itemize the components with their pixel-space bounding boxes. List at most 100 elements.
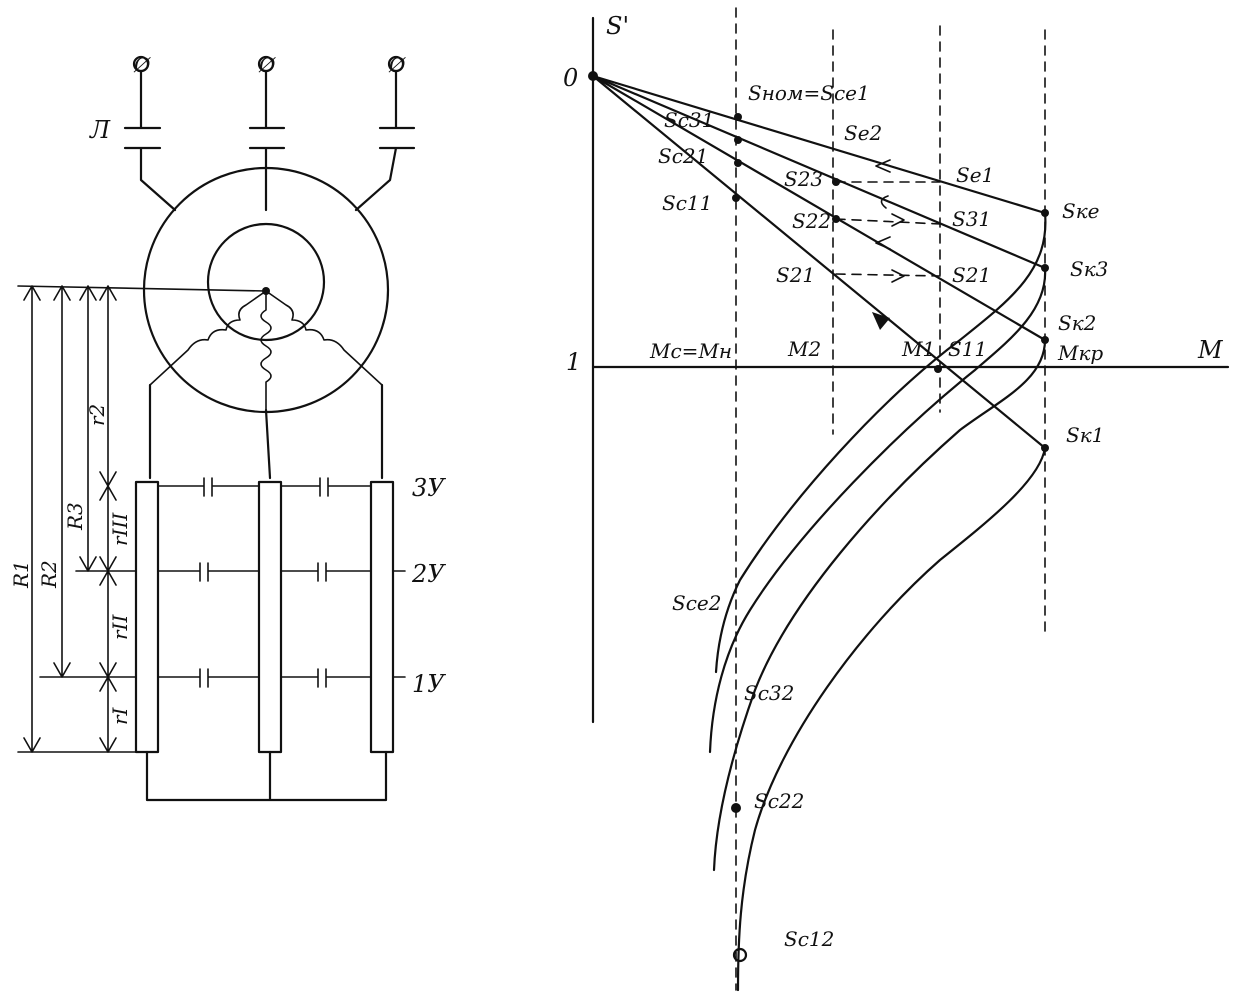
stage-label-2: 2У — [411, 560, 446, 588]
dimension-lines: R1 R2 R3 r2 rIII rII rI — [9, 285, 267, 753]
circuit-diagram: Ø Ø Ø Л — [9, 53, 446, 802]
dim-r2 — [53, 285, 71, 678]
label-sk1: Sк1 — [1066, 423, 1104, 447]
label-s-nom: Sном=Sсе1 — [748, 81, 870, 105]
resistor-bar-1 — [134, 480, 160, 754]
rotor-ring — [206, 222, 326, 342]
starting-resistors — [134, 480, 395, 754]
label-sk3: Sк3 — [1070, 257, 1108, 281]
label-s21-b: S21 — [952, 263, 991, 287]
dim-r2-rotor — [99, 285, 117, 487]
point-origin — [588, 71, 598, 81]
point-sk2 — [1041, 336, 1049, 344]
dim-label-r2: R2 — [37, 560, 61, 589]
contactor-1 — [39, 668, 406, 688]
contactor-2 — [75, 562, 406, 582]
characteristic-plot: S' M 0 1 Mc=Mн M2 M1 Mкр — [563, 7, 1230, 992]
arrow-s21 — [891, 269, 905, 283]
label-s11: S11 — [948, 337, 987, 361]
label-ske: Sке — [1062, 199, 1099, 223]
arrow-se1 — [875, 159, 891, 173]
stage-label-1: 1У — [412, 670, 446, 698]
winding-phase-b — [260, 290, 272, 411]
transition-s21 — [835, 273, 941, 277]
dim-label-r-ii: rII — [108, 614, 132, 640]
label-s31: S31 — [952, 207, 991, 231]
axis-s-label: S' — [606, 12, 629, 40]
curve-stage-2 — [712, 338, 1047, 872]
dim-label-r-i: rI — [108, 706, 132, 725]
characteristic-points — [588, 71, 1049, 963]
origin-label: 0 — [563, 64, 578, 92]
point-ske — [1041, 209, 1049, 217]
dim-label-r-iii: rIII — [108, 512, 132, 546]
point-s23 — [832, 178, 840, 186]
point-s11 — [934, 365, 942, 373]
label-sce2: Sсе2 — [672, 591, 721, 615]
winding-phase-c — [265, 290, 383, 386]
torque-label-m1: M1 — [901, 337, 935, 361]
transition-s22 — [835, 218, 941, 225]
acceleration-contactors: 3У 2У 1У — [39, 474, 446, 698]
point-sk3 — [1041, 264, 1049, 272]
dim-r1 — [23, 285, 41, 753]
curve-natural — [714, 211, 1047, 674]
arrow-s31 — [875, 236, 891, 250]
point-s-nom — [734, 113, 742, 121]
arrow-start-stage-1 — [872, 312, 890, 330]
label-sc11: Sс11 — [662, 191, 712, 215]
label-sc12: Sс12 — [784, 927, 834, 951]
label-sc32: Sс32 — [744, 681, 794, 705]
dim-r3 — [79, 285, 97, 572]
stage-label-3: 3У — [412, 474, 446, 502]
supply-terminals: Ø Ø Ø — [132, 53, 406, 77]
star-shorting-bus — [145, 750, 388, 802]
point-sc12 — [732, 947, 748, 963]
label-se2: Sе2 — [844, 121, 882, 145]
switch-label: Л — [89, 116, 111, 144]
point-sc11 — [732, 194, 740, 202]
supply-label-2: Ø — [258, 53, 276, 77]
label-se1: Sе1 — [956, 163, 994, 187]
label-sc31: Sс31 — [664, 108, 714, 132]
arrow-s22 — [891, 213, 905, 227]
arrow-s23 — [880, 195, 889, 209]
torque-label-m2: M2 — [787, 337, 821, 361]
switch-contact-3 — [354, 69, 416, 212]
switch-contact-2 — [248, 69, 286, 212]
dimension-baseline — [17, 285, 267, 292]
unit-mark-label: 1 — [566, 348, 581, 376]
label-s21-a: S21 — [776, 263, 815, 287]
point-sc31 — [734, 136, 742, 144]
characteristic-stage-2 — [591, 74, 1047, 342]
label-sk2: Sк2 — [1058, 311, 1096, 335]
characteristic-stage-3 — [591, 74, 1047, 270]
point-sc21 — [734, 159, 742, 167]
switch-contact-1 — [123, 69, 177, 212]
label-sc21: Sс21 — [658, 144, 708, 168]
label-s23: S23 — [784, 167, 823, 191]
resistor-bar-3 — [369, 480, 395, 754]
winding-phase-a — [149, 290, 267, 386]
characteristic-natural — [591, 74, 1047, 215]
rotor-lead-2 — [264, 408, 272, 480]
supply-label-3: Ø — [388, 53, 406, 77]
dim-label-r2-rotor: r2 — [85, 404, 109, 426]
axis-m-label: M — [1197, 336, 1224, 364]
resistor-bar-2 — [257, 480, 283, 754]
point-s22 — [832, 215, 840, 223]
line-switch: Л — [89, 69, 416, 212]
dim-label-r3: R3 — [63, 502, 87, 531]
curve-stage-1 — [736, 446, 1047, 992]
label-sc22: Sс22 — [754, 789, 804, 813]
contactor-3 — [157, 477, 372, 497]
label-s22: S22 — [792, 209, 831, 233]
torque-label-mc: Mc=Mн — [649, 339, 732, 363]
dim-label-r1: R1 — [9, 560, 33, 589]
torque-label-mkr: Mкр — [1057, 341, 1103, 365]
point-sc22 — [731, 803, 741, 813]
curve-stage-3 — [708, 266, 1047, 754]
rotor-star-winding — [149, 287, 383, 411]
